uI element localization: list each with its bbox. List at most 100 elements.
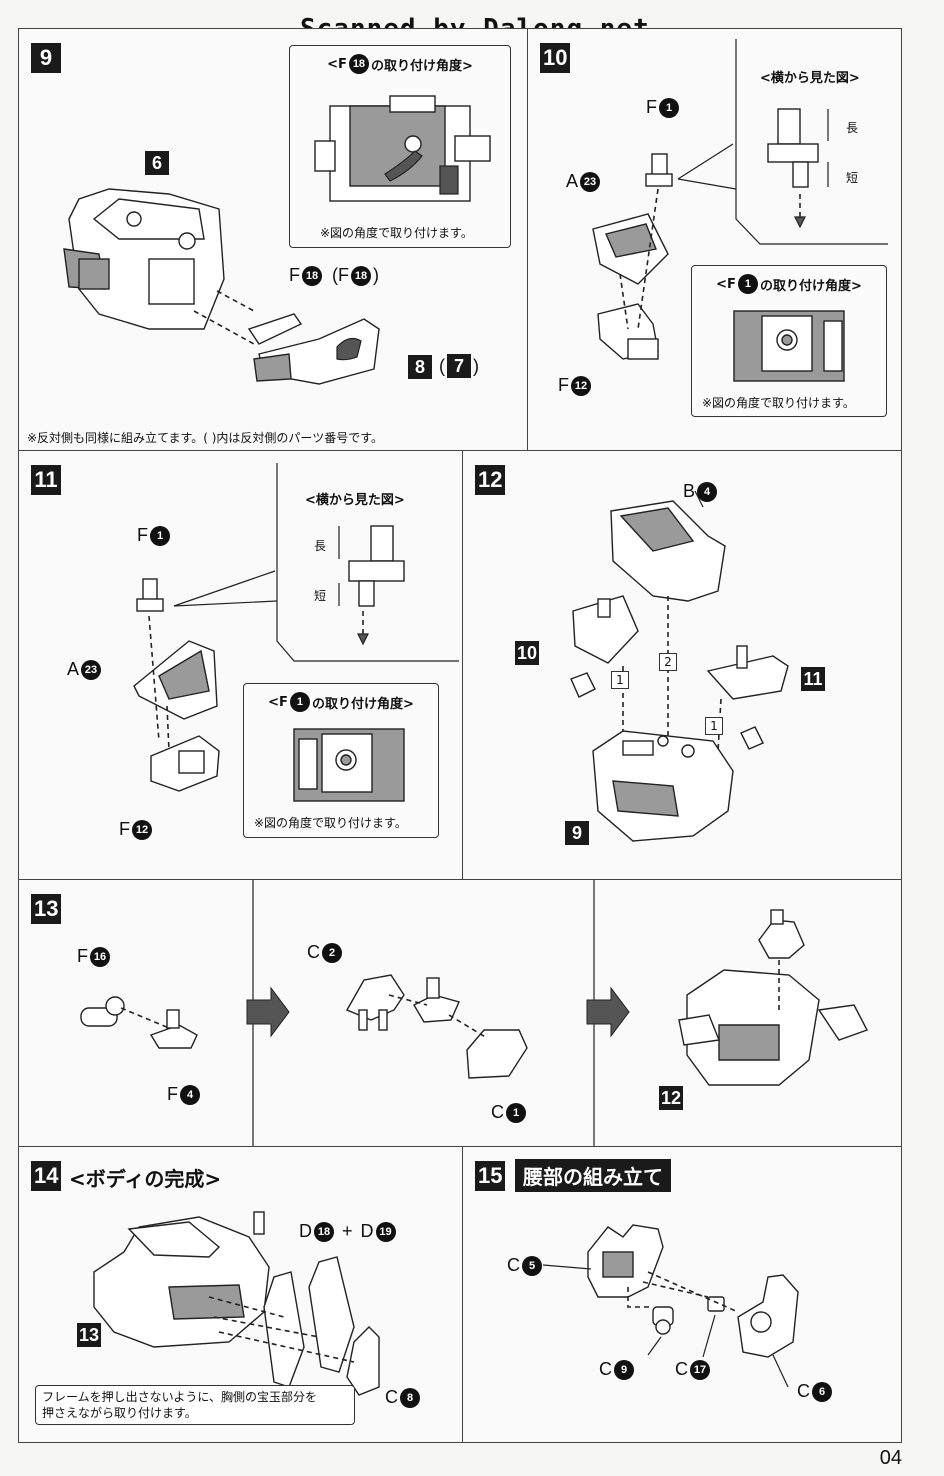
insert-title-prefix: <F: [327, 56, 347, 72]
part-label-f1: F 1: [137, 525, 170, 546]
long-label: 長: [314, 539, 327, 553]
part-letter: A: [566, 171, 579, 191]
part-letter: F: [289, 265, 300, 285]
part-label-c17: C 17: [675, 1359, 710, 1380]
short-label: 短: [846, 171, 859, 185]
part-number-circle: 6: [812, 1381, 832, 1402]
ref-part-7-group: ( 7 ): [439, 354, 479, 378]
step-number: 15: [475, 1161, 506, 1191]
ref-step-6: 6: [145, 151, 169, 175]
ref-open: (: [439, 355, 445, 376]
part-number-circle: 5: [522, 1255, 542, 1276]
side-view-title: <横から見た図>: [305, 493, 405, 508]
part-letter: C: [599, 1359, 612, 1379]
side-view-frame: [173, 463, 459, 662]
angle-insert: <F 1 の取り付け角度> ※図の角度で取り付けます。: [243, 683, 439, 838]
ref-part-8: 8: [408, 355, 432, 379]
angle-illustration: [733, 310, 845, 382]
step-number: 9: [31, 43, 61, 73]
part-letter: F: [137, 525, 148, 545]
alt-part-number-circle: 18: [351, 265, 371, 286]
insert-title: <F 1 の取り付け角度>: [692, 274, 886, 294]
page-number: 04: [879, 1447, 902, 1469]
part-number-circle: 8: [400, 1387, 420, 1408]
ref-step-13: 13: [77, 1323, 102, 1347]
insert-title-prefix: <F: [716, 276, 736, 292]
step-14-panel: 14 <ボディの完成> D 18 + D 19 13 C 8 フレームを押し出さ…: [18, 1146, 463, 1443]
part-letter: F: [167, 1084, 178, 1104]
part-letter: C: [675, 1359, 688, 1379]
part-letter: B: [683, 481, 696, 501]
part-letter: F: [646, 97, 657, 117]
step-9-panel: 9 <F 18 の取り付け角度> ※図の角度で取り付けます。 6: [18, 28, 528, 451]
sequence-1b: 1: [705, 717, 723, 735]
step-number: 12: [475, 465, 506, 495]
part-letter: F: [77, 946, 88, 966]
step-number: 11: [31, 465, 61, 495]
part-label-b4: B 4: [683, 481, 718, 502]
part-number-circle: 12: [132, 819, 152, 840]
part-number-circle: 18: [314, 1221, 334, 1242]
step-number: 14: [31, 1161, 62, 1191]
step-number: 13: [31, 894, 62, 924]
step-15-panel: 15 腰部の組み立て C 5 C 9 C 17 C 6: [462, 1146, 902, 1443]
plus-sign: +: [342, 1221, 353, 1241]
angle-illustration: [314, 95, 491, 202]
angle-insert: <F 18 の取り付け角度> ※図の角度で取り付けます。: [289, 45, 511, 248]
step-12-panel: 12 B 4 10 11 9 1 2 1: [462, 450, 902, 880]
insert-title-suffix: の取り付け角度>: [311, 696, 414, 712]
part-number-circle: 18: [302, 265, 322, 286]
ref-step-11: 11: [801, 667, 825, 691]
torso-assembly-illustration: [570, 490, 789, 842]
note-line-1: フレームを押し出さないように、胸側の宝玉部分を: [42, 1390, 318, 1404]
insert-note: ※図の角度で取り付けます。: [702, 396, 855, 410]
short-label: 短: [314, 589, 327, 603]
part-label-f12: F 12: [558, 375, 591, 396]
step-13-panel: 13 F 16 F 4 C 2 C 1: [18, 879, 902, 1147]
part-number-circle: 23: [81, 659, 102, 680]
part-letter: C: [385, 1387, 398, 1407]
insert-title: <F 18 の取り付け角度>: [290, 54, 510, 74]
part-letter: D: [360, 1221, 374, 1241]
part-number-circle: 1: [289, 692, 310, 712]
ref-step-10: 10: [515, 641, 540, 665]
part-number-circle: 19: [375, 1221, 396, 1242]
part-letter: C: [797, 1381, 810, 1401]
body-complete-illustration: [93, 1211, 380, 1396]
angle-insert: <F 1 の取り付け角度> ※図の角度で取り付けます。: [691, 265, 887, 417]
insert-title-suffix: の取り付け角度>: [759, 278, 862, 294]
step-14-title: <ボディの完成>: [69, 1167, 222, 1191]
part-number-circle: 4: [697, 481, 718, 502]
part-label-f16: F 16: [77, 946, 110, 967]
part-label-f18: F 18 (F 18 ): [289, 265, 379, 286]
sequence-1a: 1: [611, 671, 629, 689]
part-label-c5: C 5: [507, 1255, 542, 1276]
step-13-dividers: [246, 880, 630, 1146]
ref-close: ): [473, 355, 479, 376]
ref-step-12: 12: [659, 1086, 684, 1110]
insert-note: ※図の角度で取り付けます。: [254, 816, 407, 830]
ref-step-9: 9: [565, 821, 589, 845]
side-view-illustration: [767, 108, 829, 229]
shoulder-joint-illustration: [80, 909, 868, 1086]
note-line-2: 押さえながら取り付けます。: [42, 1406, 197, 1420]
part-letter: C: [491, 1102, 504, 1122]
angle-illustration: [293, 728, 405, 802]
part-label-f12: F 12: [119, 819, 152, 840]
insert-title-suffix: の取り付け角度>: [370, 58, 473, 74]
part-label-c8: C 8: [385, 1387, 420, 1408]
part-number-circle: 16: [90, 946, 110, 967]
hip-part-illustration: [133, 578, 220, 792]
alt-close: ): [373, 265, 379, 285]
part-number-circle: 1: [506, 1102, 526, 1123]
part-label-f1: F 1: [646, 97, 679, 118]
long-label: 長: [846, 121, 859, 135]
body-assembly-illustration: [63, 188, 380, 385]
part-label-c1: C 1: [491, 1102, 526, 1123]
part-letter: A: [67, 659, 80, 679]
part-number-circle: 4: [180, 1084, 200, 1105]
assembly-note: フレームを押し出さないように、胸側の宝玉部分を 押さえながら取り付けます。: [35, 1385, 355, 1425]
part-number-circle: 18: [348, 54, 369, 74]
insert-title: <F 1 の取り付け角度>: [244, 692, 438, 712]
part-letter: F: [558, 375, 569, 395]
